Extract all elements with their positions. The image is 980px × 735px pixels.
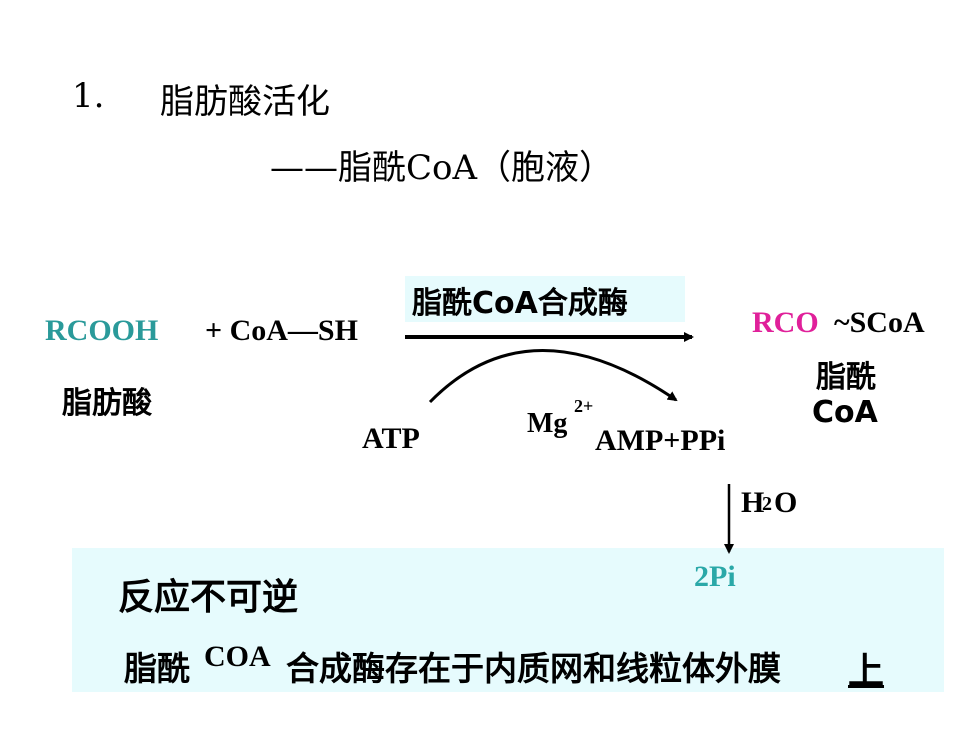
substrate-name: 脂肪酸	[62, 386, 152, 421]
magnesium-label: Mg	[527, 408, 568, 439]
location-note-prefix: 脂酰	[124, 649, 190, 688]
amp-ppi-label: AMP+PPi	[595, 424, 726, 457]
location-note-coa: COA	[204, 640, 271, 673]
irreversible-note: 反应不可逆	[118, 577, 299, 618]
note-box	[72, 548, 944, 692]
enzyme-label: 脂酰CoA合成酶	[412, 286, 628, 321]
enzyme-highlight	[405, 276, 685, 322]
page-subtitle: ——脂酰CoA（胞液）	[270, 148, 614, 188]
page-title: 脂肪酸活化	[160, 82, 330, 122]
title-number: 1.	[72, 76, 105, 116]
water-h: H	[741, 486, 765, 519]
atp-curved-arrow	[428, 349, 678, 404]
atp-label: ATP	[362, 422, 420, 455]
magnesium-charge: 2+	[574, 396, 594, 416]
location-note-end: 上	[848, 651, 885, 692]
phosphate-product: 2Pi	[694, 560, 736, 593]
substrate-formula: RCOOH	[45, 314, 159, 347]
water-subscript: 2	[762, 493, 772, 515]
product-scoa: ~SCoA	[834, 306, 925, 339]
water-o: O	[774, 486, 798, 519]
product-name-line2: CoA	[812, 395, 878, 430]
location-note-text: 合成酶存在于内质网和线粒体外膜	[286, 649, 781, 688]
product-acyl-group: RCO	[752, 306, 819, 339]
product-name-line1: 脂酰	[816, 360, 876, 395]
coenzyme-a-formula: + CoA—SH	[205, 314, 358, 347]
